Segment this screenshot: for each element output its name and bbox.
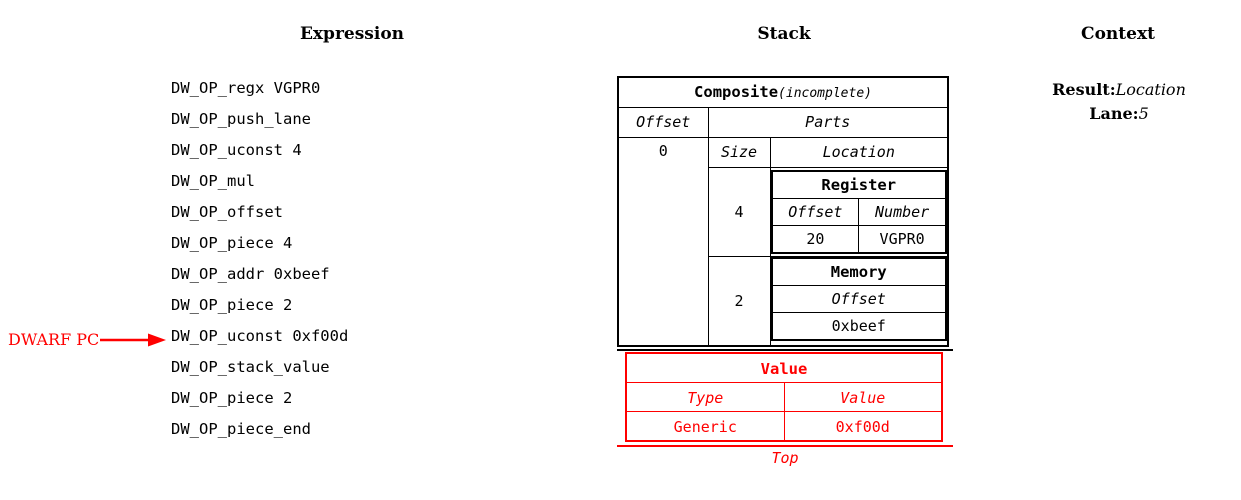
value-value: 0xf00d [835,417,890,436]
expression-line: DW_OP_addr 0xbeef [171,265,330,283]
expression-line: DW_OP_piece 4 [171,234,293,252]
part-size: 2 [734,291,744,310]
composite-part-row: 2 Memory Offset [618,255,949,346]
parts-header: Parts [805,113,851,131]
value-value-cell: 0xf00d [783,411,942,441]
memory-title-cell: Memory [772,258,947,286]
part-size: 4 [734,202,744,221]
value-type-header: Type [687,388,724,407]
stack-separator-rule [617,349,953,351]
size-header: Size [720,143,758,161]
register-location-box: Register Offset Number [770,169,948,254]
stack-top-rule [617,445,953,447]
composite-location-table: Composite(incomplete) Offset Parts 0 Siz… [617,76,950,347]
value-title: Value [760,359,808,378]
offset-header-cell: Offset [618,106,709,138]
value-value-header: Value [840,388,886,407]
stack-column-title: Stack [757,24,811,44]
register-offset-header: Offset [788,202,843,221]
location-header: Location [822,143,895,161]
memory-offset-header-cell: Offset [771,284,947,313]
value-type-cell: Generic [626,411,785,441]
expression-op-list: DW_OP_regx VGPR0 DW_OP_push_lane DW_OP_u… [171,73,348,445]
composite-subheader-row: 0 Size Location [618,136,949,346]
part-location-cell: Register Offset Number [769,166,949,257]
context-key: Result: [1052,80,1116,99]
value-type-header-cell: Type [626,382,785,412]
composite-header-row: Offset Parts [618,106,949,138]
composite-title-row: Composite(incomplete) [618,77,949,108]
offset-header: Offset [636,113,691,131]
value-entry-table: Value Type Value Generic 0xf00d [625,352,943,442]
part-size-cell: 4 [707,166,771,257]
context-row: Result:Location [1008,78,1230,102]
expression-line: DW_OP_piece 2 [171,296,293,314]
offset-value: 0 [658,141,668,160]
memory-offset-value: 0xbeef [831,316,886,335]
context-column-title: Context [1081,24,1155,44]
expression-line: DW_OP_stack_value [171,358,330,376]
value-title-cell: Value [626,353,942,383]
register-number-value-cell: VGPR0 [858,224,947,253]
memory-location-box: Memory Offset 0xbeef [770,256,948,341]
composite-part-row: 4 Register Of [618,166,949,257]
arrow-right-icon [100,333,167,347]
expression-line: DW_OP_uconst 4 [171,141,302,159]
part-location-cell: Memory Offset 0xbeef [769,255,949,346]
parts-header-cell: Parts [707,106,949,137]
size-header-cell: Size [707,136,771,168]
register-number-value: VGPR0 [879,229,925,248]
register-offset-header-cell: Offset [771,197,860,226]
register-offset-value: 20 [806,229,825,248]
composite-title: Composite [694,83,779,102]
expression-line: DW_OP_push_lane [171,110,311,128]
dwarf-pc-label: DWARF PC [8,330,100,349]
register-offset-value-cell: 20 [771,224,860,253]
context-values: Result:Location Lane:5 [1008,78,1230,126]
composite-note: (incomplete) [778,86,872,102]
register-title: Register [821,175,897,194]
expression-line: DW_OP_piece 2 [171,389,293,407]
value-value-header-cell: Value [783,382,942,412]
stack-top-entry: Value Type Value Generic 0xf00d [617,349,953,469]
composite-title-cell: Composite(incomplete) [618,77,949,108]
memory-title: Memory [830,262,887,281]
stack-top-label: Top [771,449,799,467]
context-value: Location [1115,80,1186,99]
expression-line: DW_OP_piece_end [171,420,311,438]
register-title-cell: Register [771,170,947,199]
expression-line: DW_OP_mul [171,172,255,190]
part-size-cell: 2 [707,255,771,346]
memory-offset-header: Offset [831,289,886,308]
register-number-header: Number [875,202,930,221]
context-value: 5 [1138,104,1149,123]
register-number-header-cell: Number [858,197,947,226]
value-type: Generic [673,417,737,436]
stack-diagram: Composite(incomplete) Offset Parts 0 Siz… [617,76,953,347]
offset-value-cell: 0 [618,136,709,346]
context-row: Lane:5 [1008,102,1230,126]
location-header-cell: Location [769,136,949,168]
expression-column-title: Expression [299,24,405,44]
expression-line: DW_OP_uconst 0xf00d [171,327,349,345]
context-key: Lane: [1089,104,1139,123]
dwarf-pc-marker: DWARF PC [8,326,167,354]
expression-line: DW_OP_regx VGPR0 [171,79,321,97]
expression-line: DW_OP_offset [171,203,283,221]
memory-offset-value-cell: 0xbeef [771,311,947,340]
